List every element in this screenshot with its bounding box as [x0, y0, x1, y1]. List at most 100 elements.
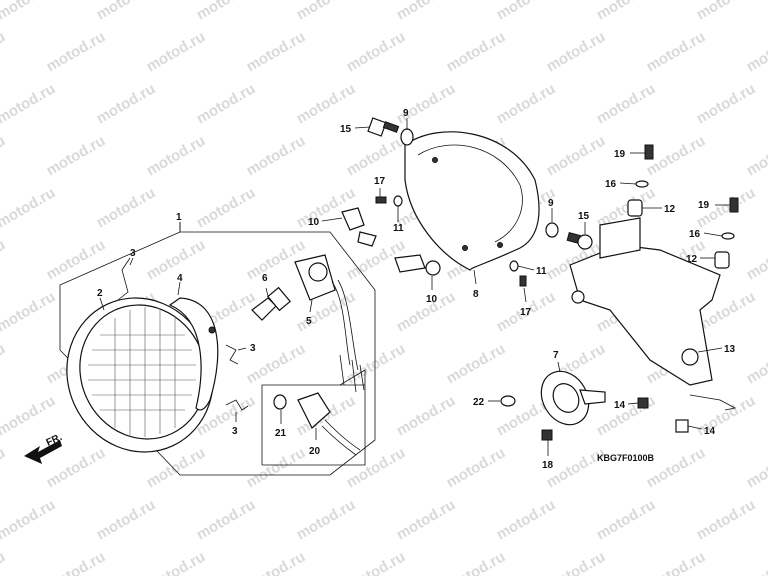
watermark-text: motod.ru: [244, 28, 309, 75]
watermark-text: motod.ru: [244, 132, 309, 179]
watermark-text: motod.ru: [544, 28, 609, 75]
callout-2: 2: [97, 288, 103, 299]
callout-12-upper: 12: [664, 204, 676, 215]
diagram-code: KBG7F0100B: [597, 453, 655, 463]
watermark-text: motod.ru: [194, 184, 259, 231]
watermark-text: motod.ru: [0, 340, 8, 387]
screw-upper: [375, 196, 387, 204]
watermark-text: motod.ru: [0, 80, 58, 127]
bolt-18: [541, 429, 553, 441]
watermark-text: motod.ru: [44, 444, 109, 491]
watermark-text: motod.ru: [444, 28, 509, 75]
callout-14-upper: 14: [614, 400, 626, 411]
washer-16-lower: [721, 232, 735, 240]
bolt-right: [566, 231, 593, 250]
nut-14-upper: [637, 397, 649, 409]
watermark-text: motod.ru: [0, 392, 58, 439]
watermark-text: motod.ru: [744, 132, 768, 179]
callout-14-lower: 14: [704, 426, 716, 437]
callout-18: 18: [542, 460, 554, 471]
watermark-text: motod.ru: [194, 0, 259, 23]
watermark-text: motod.ru: [744, 340, 768, 387]
headlight-unit: [168, 297, 219, 411]
callout-22: 22: [473, 397, 485, 408]
watermark-text: motod.ru: [544, 548, 609, 576]
horn: [540, 370, 606, 426]
bolt-upper: [367, 117, 400, 137]
callout-9-upper: 9: [403, 108, 409, 119]
clip-middle: [225, 344, 239, 365]
watermark-text: motod.ru: [94, 0, 159, 23]
watermark-text: motod.ru: [144, 548, 209, 576]
washer-16-upper: [635, 180, 649, 188]
collar-right: [545, 222, 559, 238]
watermark-text: motod.ru: [0, 184, 58, 231]
callout-1: 1: [176, 212, 182, 223]
watermark-text: motod.ru: [0, 288, 58, 335]
watermark-text: motod.ru: [94, 496, 159, 543]
callout-6: 6: [262, 273, 268, 284]
collar-upper: [400, 128, 414, 146]
watermark-text: motod.ru: [0, 28, 8, 75]
watermark-text: motod.ru: [444, 444, 509, 491]
watermark-text: motod.ru: [644, 548, 709, 576]
headlight-rim: [66, 297, 214, 453]
callout-3-middle: 3: [250, 343, 256, 354]
callout-8: 8: [473, 289, 479, 300]
watermark-text: motod.ru: [744, 28, 768, 75]
callout-4: 4: [177, 273, 183, 284]
callout-3-upper: 3: [130, 248, 136, 259]
callout-10-left: 10: [308, 217, 320, 228]
nut-14-lower: [675, 419, 689, 433]
watermark-text: motod.ru: [44, 28, 109, 75]
watermark-text: motod.ru: [494, 0, 559, 23]
callout-12-lower: 12: [686, 254, 698, 265]
headlight-bulb: [251, 286, 291, 321]
callout-16-upper: 16: [605, 179, 617, 190]
watermark-text: motod.ru: [594, 496, 659, 543]
callout-17-upper: 17: [374, 176, 386, 187]
watermark-text: motod.ru: [644, 444, 709, 491]
clip-upper: [117, 257, 131, 301]
watermark-text: motod.ru: [444, 548, 509, 576]
rubber-12-upper: [627, 199, 643, 217]
watermark-text: motod.ru: [394, 80, 459, 127]
watermark-text: motod.ru: [494, 496, 559, 543]
watermark-text: motod.ru: [644, 28, 709, 75]
clip-lower: [225, 399, 249, 411]
watermark-text: motod.ru: [394, 496, 459, 543]
watermark-text: motod.ru: [294, 0, 359, 23]
watermark-text: motod.ru: [294, 80, 359, 127]
bolt-19-lower: [729, 197, 739, 213]
headlight-socket: [294, 254, 365, 393]
watermark-text: motod.ru: [0, 444, 8, 491]
callout-15-right: 15: [578, 211, 590, 222]
watermark-text: motod.ru: [394, 0, 459, 23]
turn-signal-bracket-left: [341, 207, 377, 247]
watermark-text: motod.ru: [544, 444, 609, 491]
callout-13: 13: [724, 344, 736, 355]
watermark-text: motod.ru: [0, 548, 8, 576]
callout-19-upper: 19: [614, 149, 626, 160]
callout-labels: 1 2 3 3 3 4 5 6 7 8 9 9 10 10 11 11 12 1…: [97, 108, 736, 471]
front-direction-arrow: [24, 440, 62, 464]
washer-22: [500, 395, 516, 407]
watermark-text: motod.ru: [494, 80, 559, 127]
watermark-text: motod.ru: [294, 496, 359, 543]
callout-17-right: 17: [520, 307, 532, 318]
watermark-text: motod.ru: [594, 80, 659, 127]
watermark-text: motod.ru: [594, 0, 659, 23]
grommet-right: [509, 260, 519, 272]
watermark-text: motod.ru: [0, 0, 58, 23]
watermark-text: motod.ru: [44, 236, 109, 283]
callout-15-upper: 15: [340, 124, 352, 135]
watermark-text: motod.ru: [44, 548, 109, 576]
watermark-text: motod.ru: [144, 236, 209, 283]
bolt-19-upper: [644, 144, 654, 160]
watermark-text: motod.ru: [244, 236, 309, 283]
callout-10-lower: 10: [426, 294, 438, 305]
watermark-text: motod.ru: [394, 392, 459, 439]
watermark-text: motod.ru: [544, 132, 609, 179]
screw-right: [519, 275, 527, 287]
rubber-12-lower: [714, 251, 730, 269]
